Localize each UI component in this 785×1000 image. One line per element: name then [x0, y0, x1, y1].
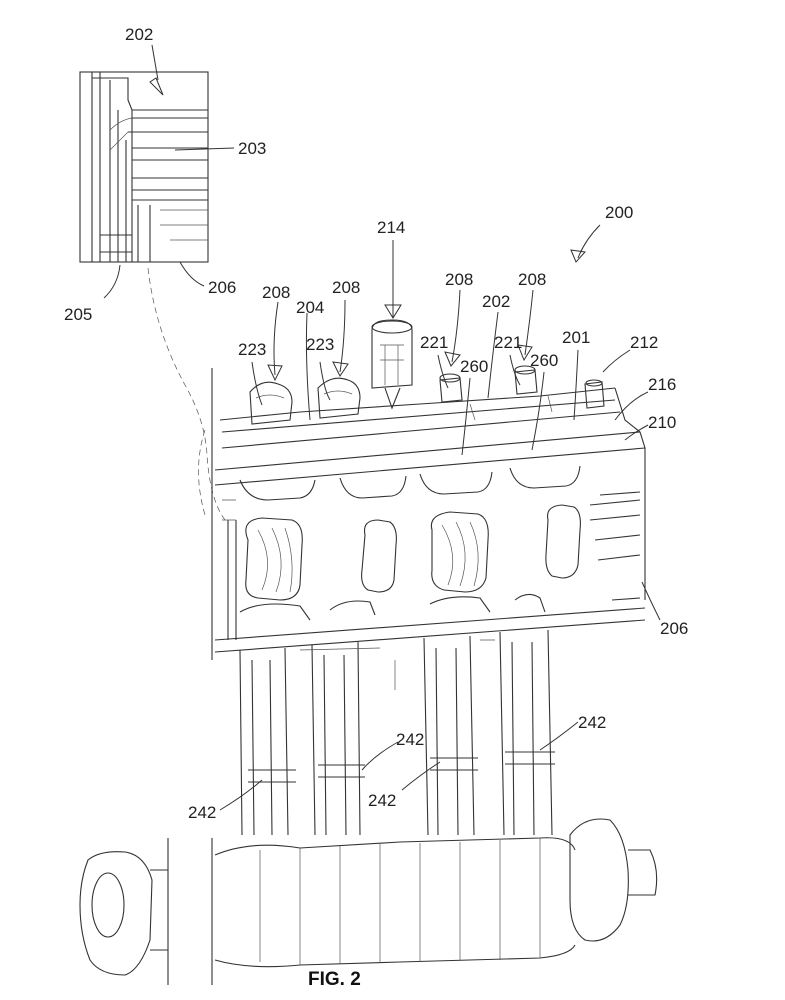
cylinder-head — [211, 368, 646, 660]
label-203: 203 — [238, 139, 266, 158]
reference-labels: 202 203 205 206 214 200 208 204 208 208 … — [64, 25, 688, 822]
detail-connector — [147, 267, 226, 521]
label-208-c: 208 — [445, 270, 473, 289]
top-components — [249, 319, 605, 425]
detail-circle — [198, 429, 206, 516]
label-206-inset: 206 — [208, 278, 236, 297]
label-242-b: 242 — [396, 730, 424, 749]
label-208-b: 208 — [332, 278, 360, 297]
label-223-b: 223 — [306, 335, 334, 354]
label-200: 200 — [605, 203, 633, 222]
label-208-a: 208 — [262, 283, 290, 302]
label-205: 205 — [64, 305, 92, 324]
label-221-b: 221 — [494, 333, 522, 352]
label-202-inset: 202 — [125, 25, 153, 44]
camshaft — [79, 818, 658, 985]
label-223-a: 223 — [238, 340, 266, 359]
label-260-a: 260 — [460, 357, 488, 376]
label-212: 212 — [630, 333, 658, 352]
label-242-c: 242 — [368, 791, 396, 810]
inset-detail — [79, 71, 209, 263]
leader-lines — [103, 44, 661, 811]
label-216: 216 — [648, 375, 676, 394]
label-202-main: 202 — [482, 292, 510, 311]
valve-train — [239, 629, 555, 836]
label-242-a: 242 — [188, 803, 216, 822]
label-210: 210 — [648, 413, 676, 432]
label-221-a: 221 — [420, 333, 448, 352]
label-201: 201 — [562, 328, 590, 347]
label-208-d: 208 — [518, 270, 546, 289]
label-214: 214 — [377, 218, 405, 237]
label-242-d: 242 — [578, 713, 606, 732]
label-260-b: 260 — [530, 351, 558, 370]
figure-caption: FIG. 2 — [308, 969, 361, 990]
label-206-main: 206 — [660, 619, 688, 638]
label-204: 204 — [296, 298, 324, 317]
